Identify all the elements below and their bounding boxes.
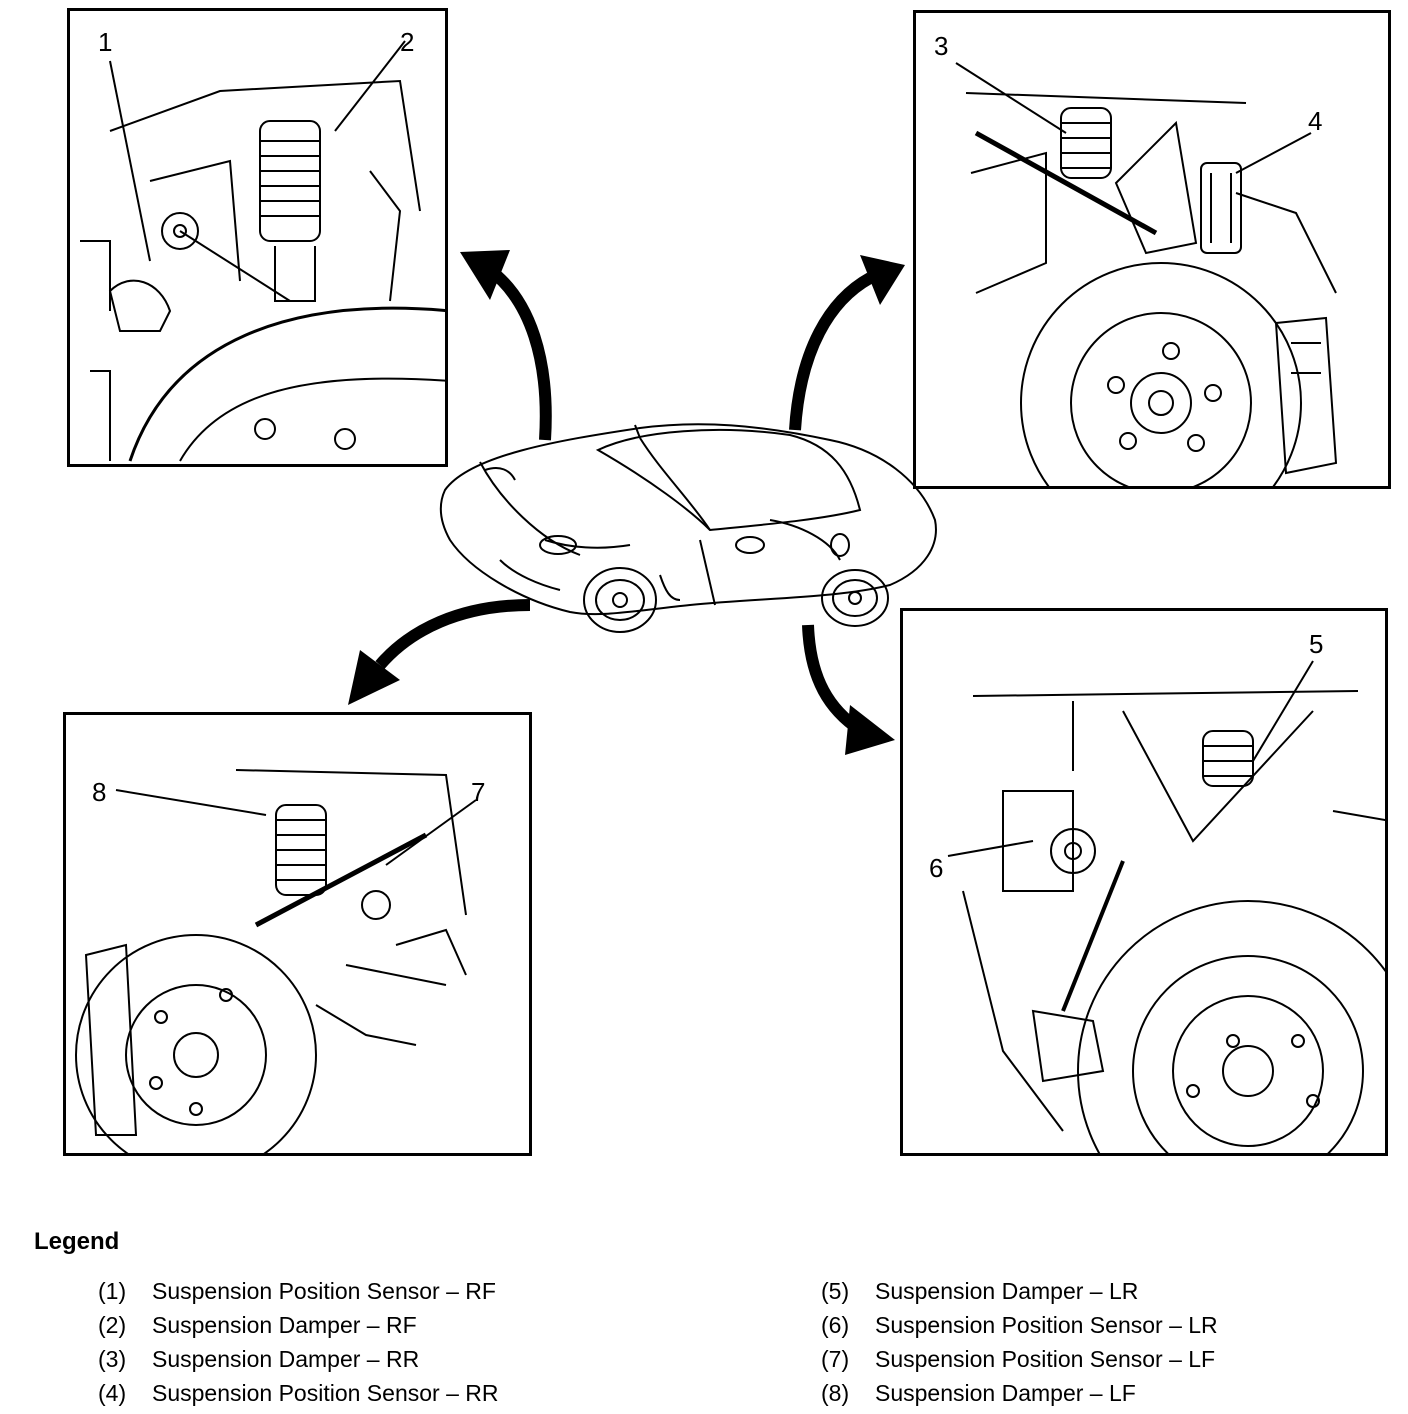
- panel-rr: 3 4: [913, 10, 1391, 489]
- legend-item-number: (1): [98, 1278, 127, 1304]
- legend-column-left: (1) Suspension Position Sensor – RF (2) Su…: [98, 1278, 498, 1414]
- legend-item: (7) Suspension Position Sensor – LF: [821, 1346, 1218, 1380]
- legend-item-text: Suspension Position Sensor – RF: [152, 1278, 496, 1304]
- callout-3: 3: [934, 31, 949, 61]
- legend-item-number: (5): [821, 1278, 850, 1304]
- legend-item: (8) Suspension Damper – LF: [821, 1380, 1218, 1414]
- legend-item: (1) Suspension Position Sensor – RF: [98, 1278, 498, 1312]
- legend-item: (4) Suspension Position Sensor – RR: [98, 1380, 498, 1414]
- legend-title: Legend: [34, 1228, 120, 1255]
- rr-suspension-drawing: [955, 62, 1338, 486]
- panel-lf: 8 7: [63, 712, 532, 1156]
- lf-suspension-drawing: [75, 769, 477, 1153]
- legend-item-text: Suspension Damper – RF: [152, 1312, 417, 1338]
- legend-item-number: (2): [98, 1312, 127, 1338]
- direction-arrows: [348, 250, 905, 755]
- legend-item-text: Suspension Damper – LR: [875, 1278, 1139, 1304]
- legend-item-text: Suspension Position Sensor – LF: [875, 1346, 1216, 1372]
- callout-2: 2: [400, 27, 415, 57]
- legend-item: (5) Suspension Damper – LR: [821, 1278, 1218, 1312]
- legend-item-number: (6): [821, 1312, 850, 1338]
- arrow-to-lf: [375, 599, 531, 669]
- vehicle-illustration: [439, 423, 937, 633]
- callout-4: 4: [1308, 106, 1323, 136]
- rf-suspension-drawing: [80, 40, 445, 462]
- legend-item: (6) Suspension Position Sensor – LR: [821, 1312, 1218, 1346]
- legend-column-right: (5) Suspension Damper – LR (6) Suspension …: [821, 1278, 1218, 1414]
- callout-5: 5: [1309, 629, 1324, 659]
- legend-item: (2) Suspension Damper – RF: [98, 1312, 498, 1346]
- legend-item-text: Suspension Position Sensor – RR: [152, 1380, 499, 1406]
- arrow-to-rr: [789, 272, 874, 431]
- legend-item-number: (4): [98, 1380, 127, 1406]
- legend-item-number: (8): [821, 1380, 850, 1406]
- callout-8: 8: [92, 777, 107, 807]
- legend-item: (3) Suspension Damper – RR: [98, 1346, 498, 1380]
- lr-suspension-drawing: [947, 660, 1385, 1153]
- legend-item-number: (7): [821, 1346, 850, 1372]
- legend-item-text: Suspension Damper – RR: [152, 1346, 420, 1372]
- panel-rf: 1 2: [67, 8, 448, 467]
- callout-7: 7: [471, 777, 486, 807]
- arrow-to-rf: [486, 265, 552, 441]
- callout-1: 1: [98, 27, 113, 57]
- legend-item-number: (3): [98, 1346, 127, 1372]
- legend-item-text: Suspension Position Sensor – LR: [875, 1312, 1218, 1338]
- panel-lr: 5 6: [900, 608, 1388, 1156]
- callout-6: 6: [929, 853, 944, 883]
- legend-item-text: Suspension Damper – LF: [875, 1380, 1136, 1406]
